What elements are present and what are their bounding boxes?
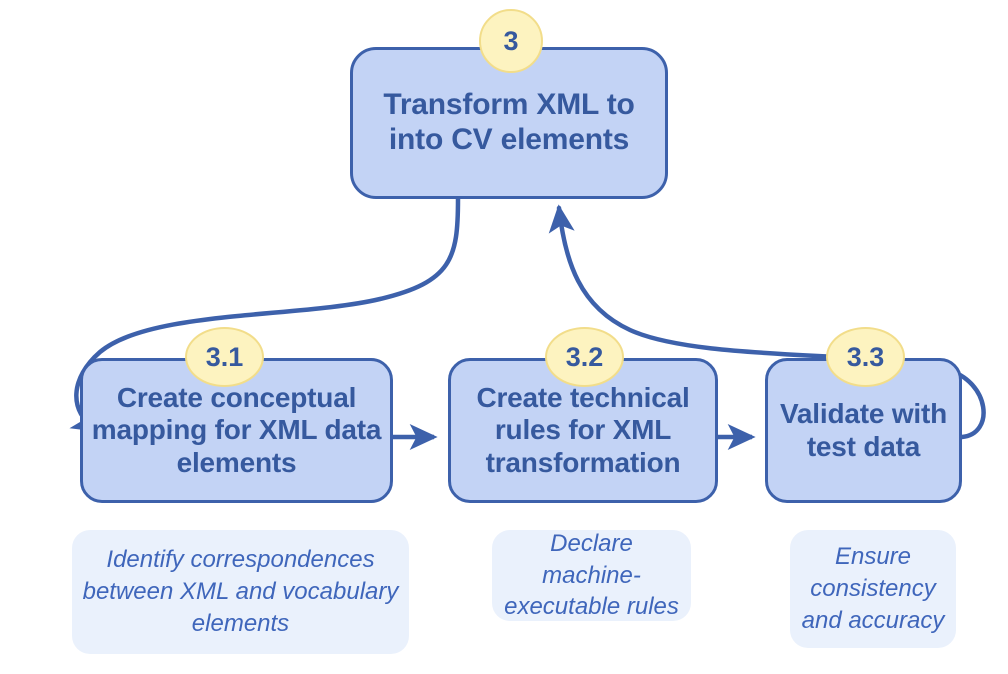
node-step-3-3-label: Validate with test data: [780, 398, 947, 462]
badge-step-3-1-label: 3.1: [205, 341, 244, 372]
node-step-3-1-label: Create conceptual mapping for XML data e…: [91, 381, 382, 478]
badge-step-3-2-label: 3.2: [565, 341, 604, 372]
badge-step-3-1: 3.1: [185, 327, 264, 387]
badge-step-3-3: 3.3: [826, 327, 905, 387]
caption-step-3-1-text: Identify correspondences between XML and…: [82, 546, 399, 637]
caption-step-3-2-text: Declare machine-executable rules: [504, 530, 679, 621]
caption-step-3-2: Declare machine-executable rules: [492, 530, 691, 621]
caption-step-3-1: Identify correspondences between XML and…: [72, 530, 409, 654]
caption-step-3-3-text: Ensure consistency and accuracy: [801, 543, 945, 634]
badge-step-3-label: 3: [503, 25, 519, 56]
caption-step-3-3: Ensure consistency and accuracy: [790, 530, 956, 648]
badge-step-3: 3: [479, 9, 543, 73]
badge-step-3-2: 3.2: [545, 327, 624, 387]
badge-step-3-3-label: 3.3: [846, 341, 885, 372]
node-parent-label: Transform XML to into CV elements: [383, 88, 635, 156]
node-step-3-2-label: Create technical rules for XML transform…: [476, 381, 690, 478]
